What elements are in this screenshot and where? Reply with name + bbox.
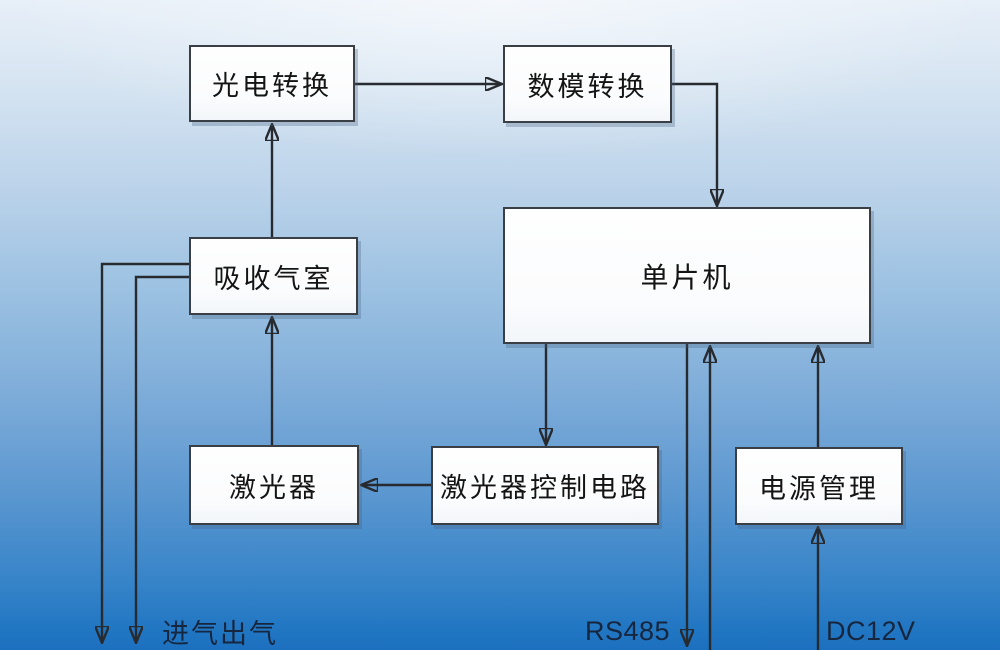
node-label: 单片机 (640, 260, 734, 294)
node-label: 数模转换 (527, 71, 648, 103)
node-label: 光电转换 (212, 71, 332, 102)
node-label: 电源管理 (759, 473, 879, 505)
node-power-management: 电源管理 (735, 447, 903, 525)
arrow-gas-outlet-inner (136, 275, 189, 641)
node-digital-analog-conversion: 数模转换 (503, 45, 672, 123)
node-laser-control-circuit: 激光器控制电路 (431, 446, 659, 525)
node-laser: 激光器 (189, 445, 359, 525)
arrow-gas-outlet-outer (102, 262, 189, 641)
node-microcontroller: 单片机 (503, 207, 871, 344)
label-gas-inlet-outlet: 进气出气 (162, 619, 278, 650)
arrow-dac-to-mcu (672, 82, 717, 204)
node-label: 激光器控制电路 (440, 473, 650, 504)
label-rs485: RS485 (585, 616, 671, 646)
node-absorption-gas-chamber: 吸收气室 (189, 237, 358, 315)
node-label: 激光器 (229, 472, 319, 504)
label-dc12v: DC12V (826, 616, 916, 646)
node-photoelectric-conversion: 光电转换 (189, 45, 355, 122)
node-label: 吸收气室 (213, 263, 334, 295)
